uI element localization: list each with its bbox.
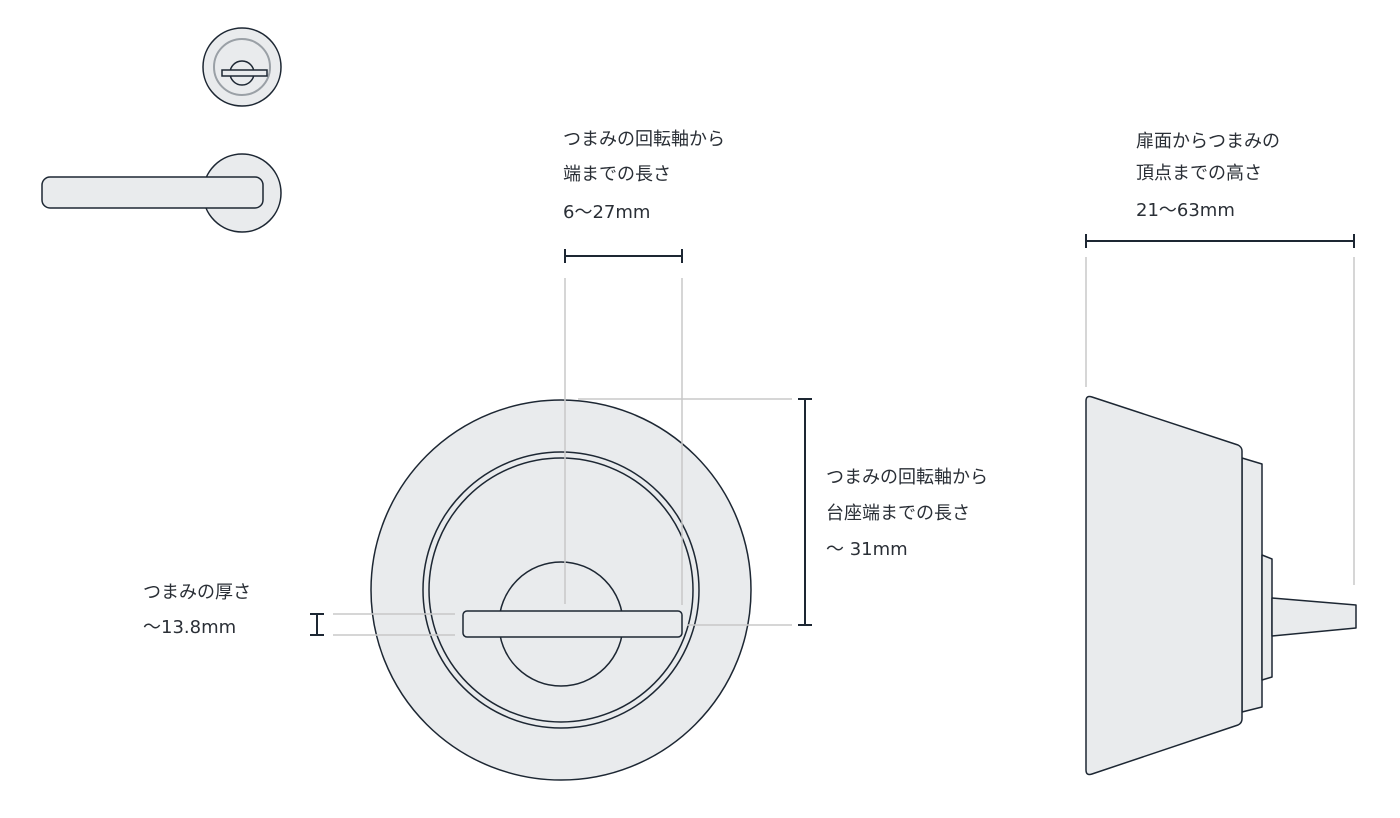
knob-length-label-line1: つまみの回転軸から (563, 129, 725, 150)
knob-thickness-label: つまみの厚さ (143, 582, 251, 603)
knob-height-label-line1: 扉面からつまみの (1136, 131, 1280, 152)
dimension-lines (310, 234, 1355, 636)
base-length-label-line1: つまみの回転軸から (826, 467, 988, 488)
lever-handle-icon[interactable] (41, 153, 282, 233)
thumbturn-front-view (370, 399, 752, 781)
base-length-value: 〜 31mm (826, 539, 908, 560)
thumbturn-icon[interactable] (202, 27, 282, 107)
knob-height-value: 21〜63mm (1136, 200, 1235, 221)
knob-height-label-line2: 頂点までの高さ (1136, 163, 1262, 184)
knob-length-value: 6〜27mm (563, 202, 651, 223)
knob-thickness-value: 〜13.8mm (143, 617, 237, 638)
base-length-label-line2: 台座端までの長さ (826, 503, 970, 524)
guide-lines (333, 257, 1355, 636)
knob-length-label-line2: 端までの長さ (563, 164, 671, 185)
thumbturn-side-view (1085, 395, 1357, 776)
